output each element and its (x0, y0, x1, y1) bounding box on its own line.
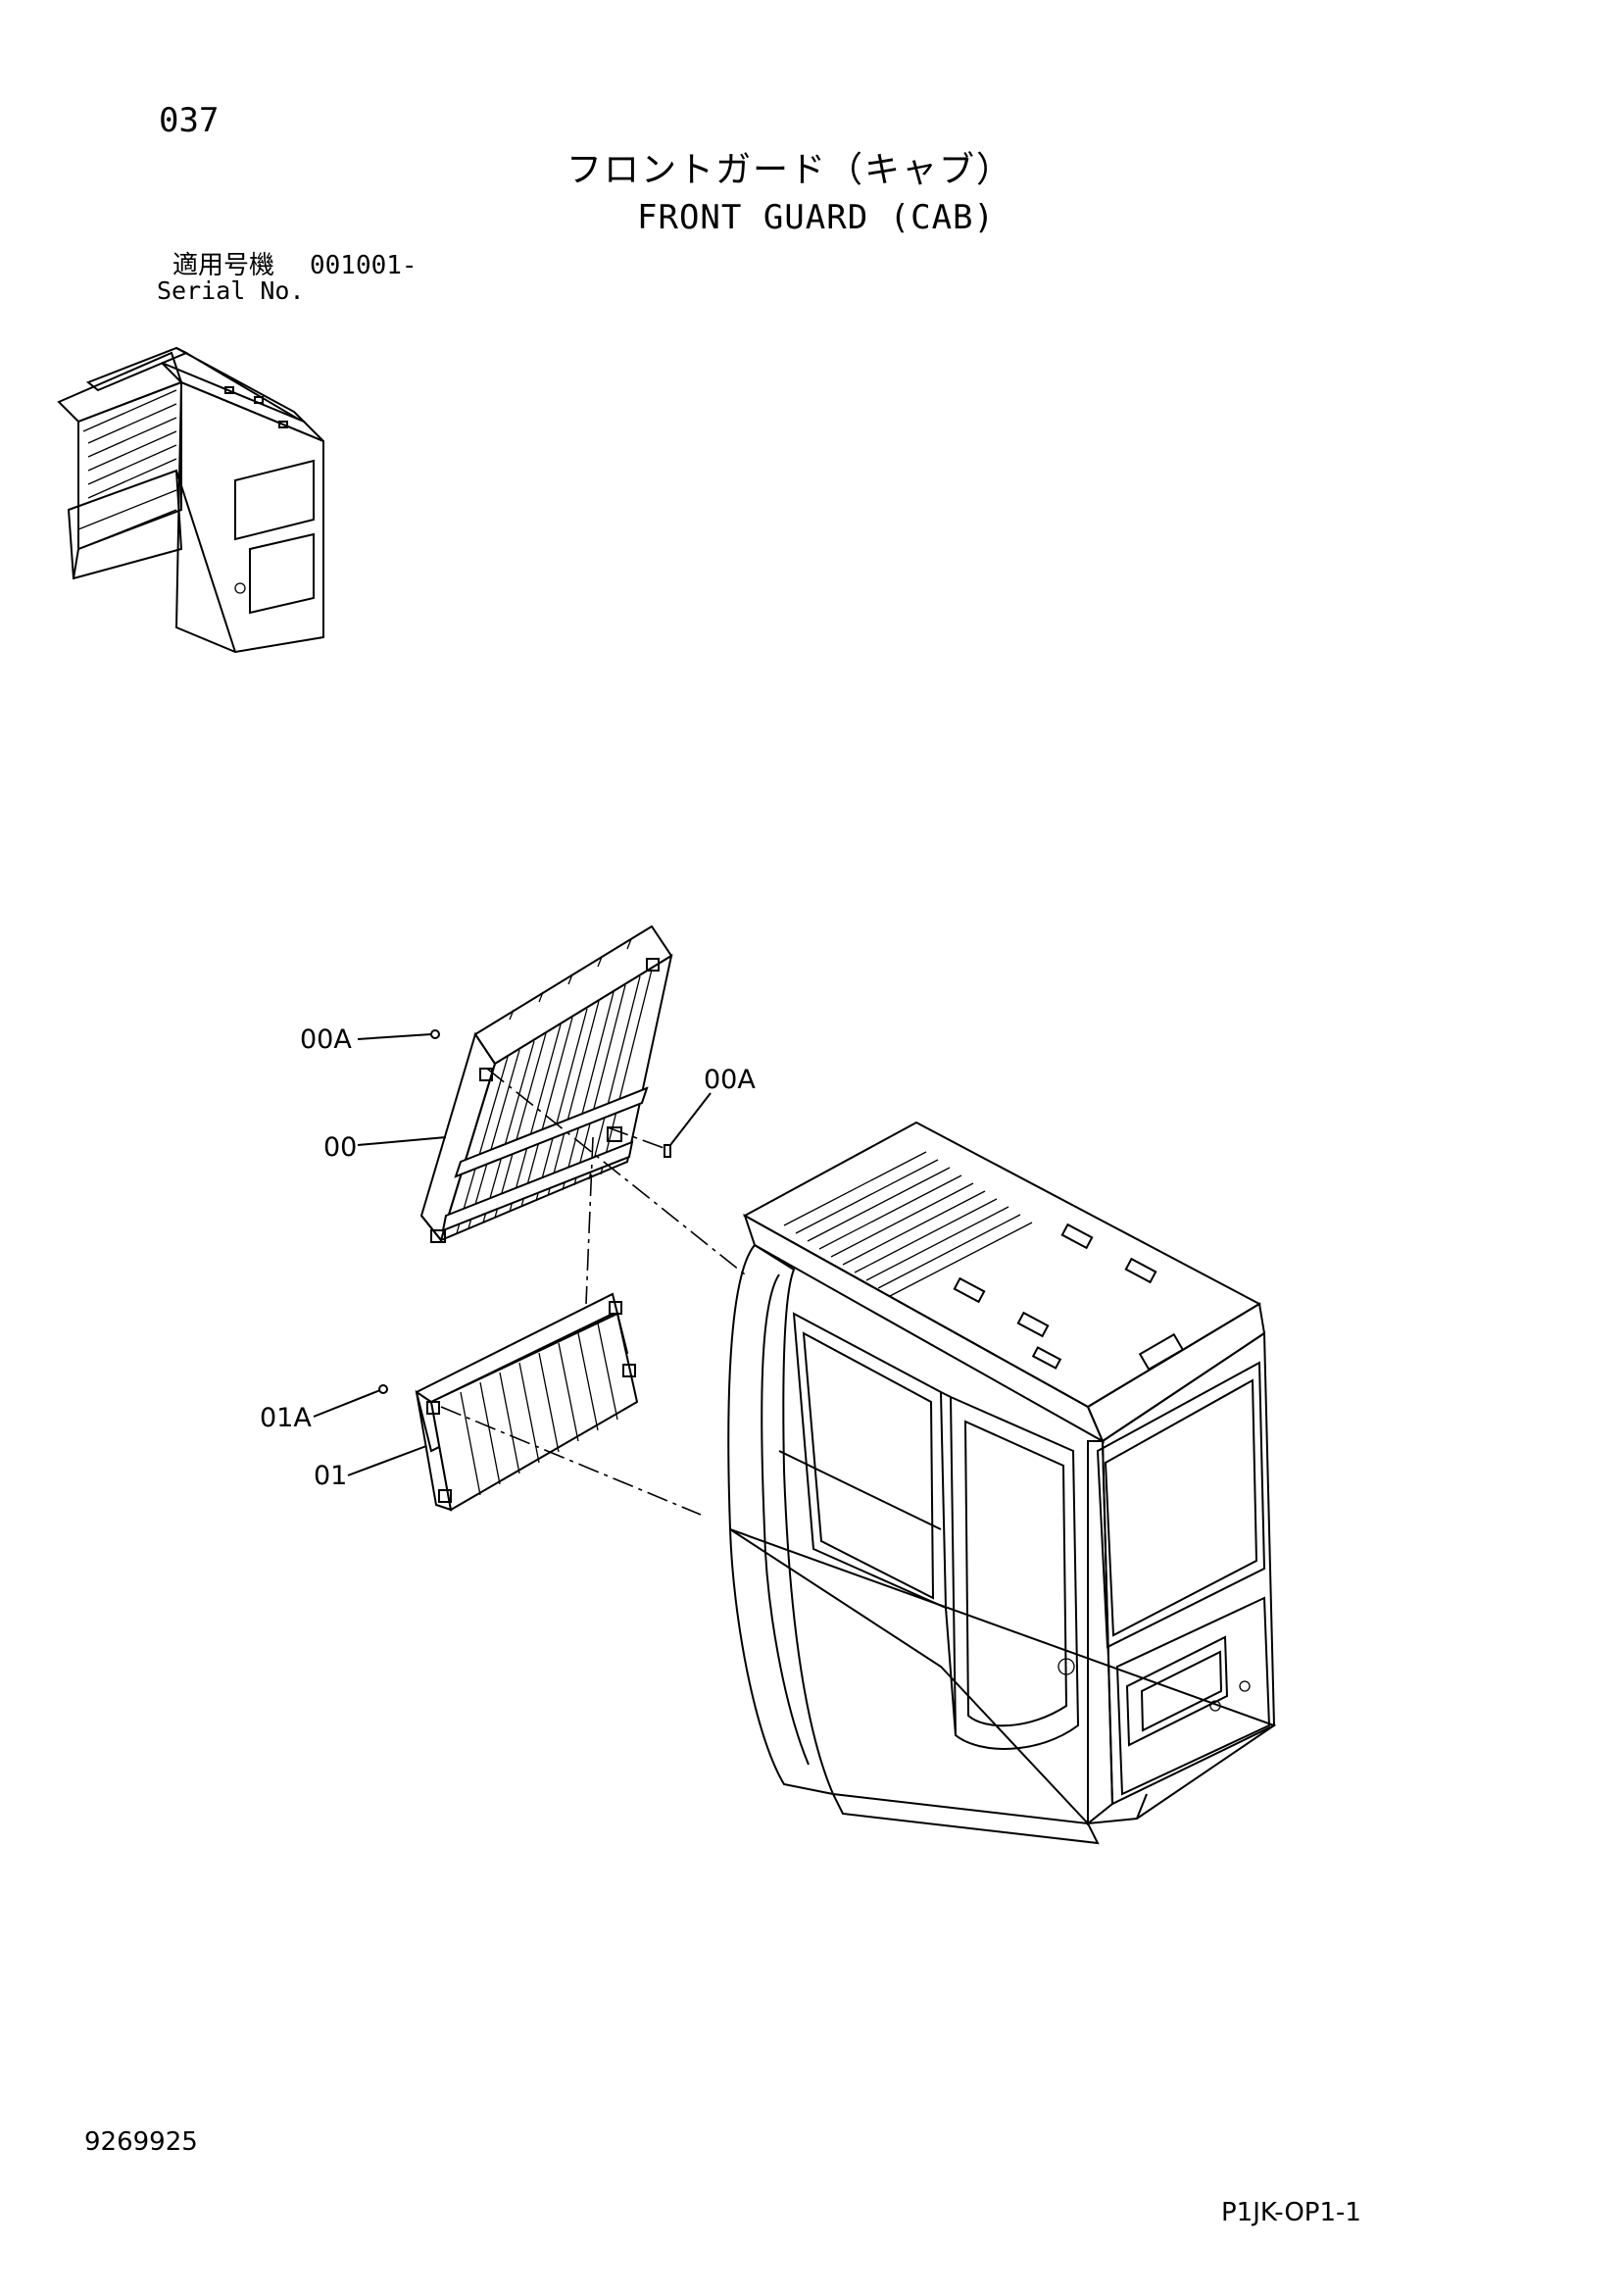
document-id: 9269925 (84, 2127, 198, 2157)
front-guard-upper-panel (419, 924, 673, 1243)
front-guard-lower-panel (415, 1292, 639, 1512)
serial-label-english: Serial No. (157, 276, 305, 305)
callout-00: 00 (323, 1132, 358, 1163)
bolt-icon (378, 1384, 388, 1394)
bolt-icons (378, 1029, 671, 1394)
callout-leaders (313, 1033, 712, 1476)
assembly-reference-lines (440, 1068, 746, 1516)
thumbnail-cab-illustration (57, 346, 324, 654)
serial-value: 001001- (310, 251, 418, 280)
cab-body-illustration (727, 1121, 1277, 1845)
title-english: FRONT GUARD (CAB) (637, 198, 995, 237)
serial-label-japanese: 適用号機 (172, 251, 275, 280)
page-number: 037 (159, 101, 220, 140)
bolt-icon (430, 1029, 440, 1039)
title-japanese: フロントガード（キャブ） (566, 150, 1014, 190)
callout-01a: 01A (260, 1403, 312, 1433)
roof-vent-slots (783, 1151, 1033, 1297)
page-code: P1JK-OP1-1 (1221, 2198, 1361, 2227)
callout-01: 01 (314, 1461, 348, 1491)
callout-00a-right: 00A (704, 1065, 756, 1095)
bolt-icon (664, 1144, 671, 1158)
callout-00a-upper: 00A (300, 1024, 352, 1055)
